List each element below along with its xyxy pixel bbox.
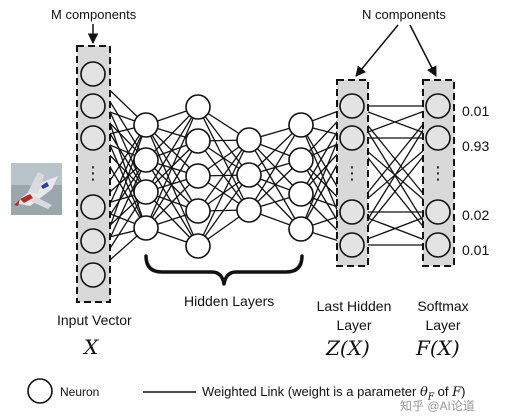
input-symbol: X xyxy=(84,335,99,359)
hidden-neuron xyxy=(288,112,314,138)
n-components-label: N components xyxy=(362,7,446,22)
output-value-4: 0.01 xyxy=(462,242,490,258)
last-hidden-label-line2: Layer xyxy=(336,317,372,333)
airplane-thumbnail xyxy=(11,163,62,215)
last-hidden-neuron xyxy=(339,199,365,225)
n-to-softmax-arrow xyxy=(409,24,437,77)
input-neuron xyxy=(80,125,106,151)
hidden-layers-label: Hidden Layers xyxy=(184,293,275,309)
softmax-neuron xyxy=(425,199,451,225)
legend-neuron-label: Neuron xyxy=(60,385,100,399)
last-hidden-label-line1: Last Hidden xyxy=(316,298,392,314)
weighted-links xyxy=(92,73,439,276)
output-value-1: 0.01 xyxy=(462,103,490,119)
misc-shapes xyxy=(11,163,304,404)
ellipsis-icon: ⋮ xyxy=(429,163,447,184)
hidden-neuron xyxy=(133,147,159,173)
input-neuron xyxy=(80,228,106,254)
layer-boxes xyxy=(76,45,455,303)
weighted-link xyxy=(145,140,199,229)
hidden-neuron xyxy=(288,181,314,207)
weighted-link xyxy=(197,139,250,212)
n-to-last-hidden-arrow xyxy=(355,24,399,77)
weighted-link xyxy=(197,139,250,247)
m-components-label: M components xyxy=(51,7,137,22)
hidden-neuron xyxy=(288,216,314,242)
softmax-neuron xyxy=(425,232,451,258)
hidden-neuron xyxy=(185,94,211,120)
input-neuron xyxy=(80,93,106,119)
legend-neuron-icon xyxy=(27,378,53,404)
softmax-neuron xyxy=(425,93,451,119)
hidden-neuron xyxy=(288,147,314,173)
weighted-link xyxy=(145,106,199,229)
hidden-neuron xyxy=(133,112,159,138)
last-hidden-symbol: Z(X) xyxy=(326,336,370,360)
hidden-neuron xyxy=(236,127,262,153)
input-vector-label: Input Vector xyxy=(57,312,132,328)
hidden-neuron xyxy=(185,128,211,154)
input-neuron xyxy=(80,194,106,220)
weighted-link xyxy=(145,106,199,193)
output-value-2: 0.93 xyxy=(462,138,490,154)
input-neuron xyxy=(80,61,106,87)
hidden-layers-brace xyxy=(144,254,304,286)
component-arrows xyxy=(87,24,437,77)
hidden-neuron xyxy=(185,198,211,224)
legend-link-label: Weighted Link (weight is a parameter θF … xyxy=(202,384,466,403)
hidden-neuron xyxy=(236,197,262,223)
last-hidden-neuron xyxy=(339,125,365,151)
weighted-link xyxy=(197,174,250,247)
watermark: 知乎 @AI论道 xyxy=(400,399,475,413)
hidden-neuron xyxy=(185,163,211,189)
softmax-neuron xyxy=(425,125,451,151)
softmax-label-line2: Layer xyxy=(425,317,461,333)
softmax-symbol: F(X) xyxy=(416,336,460,360)
last-hidden-neuron xyxy=(339,232,365,258)
hidden-neuron xyxy=(133,179,159,205)
ellipsis-icon: ⋮ xyxy=(84,163,102,184)
neurons: ⋮ ⋮ ⋮ xyxy=(80,61,451,288)
output-value-3: 0.02 xyxy=(462,207,490,223)
hidden-neuron xyxy=(133,215,159,241)
weighted-link xyxy=(145,159,199,247)
hidden-neuron xyxy=(236,162,262,188)
last-hidden-neuron xyxy=(339,93,365,119)
ellipsis-icon: ⋮ xyxy=(343,163,361,184)
hidden-neuron xyxy=(185,233,211,259)
softmax-label-line1: Softmax xyxy=(417,298,469,314)
weighted-link xyxy=(248,124,302,211)
input-neuron xyxy=(80,262,106,288)
input-layer-box xyxy=(76,45,111,303)
